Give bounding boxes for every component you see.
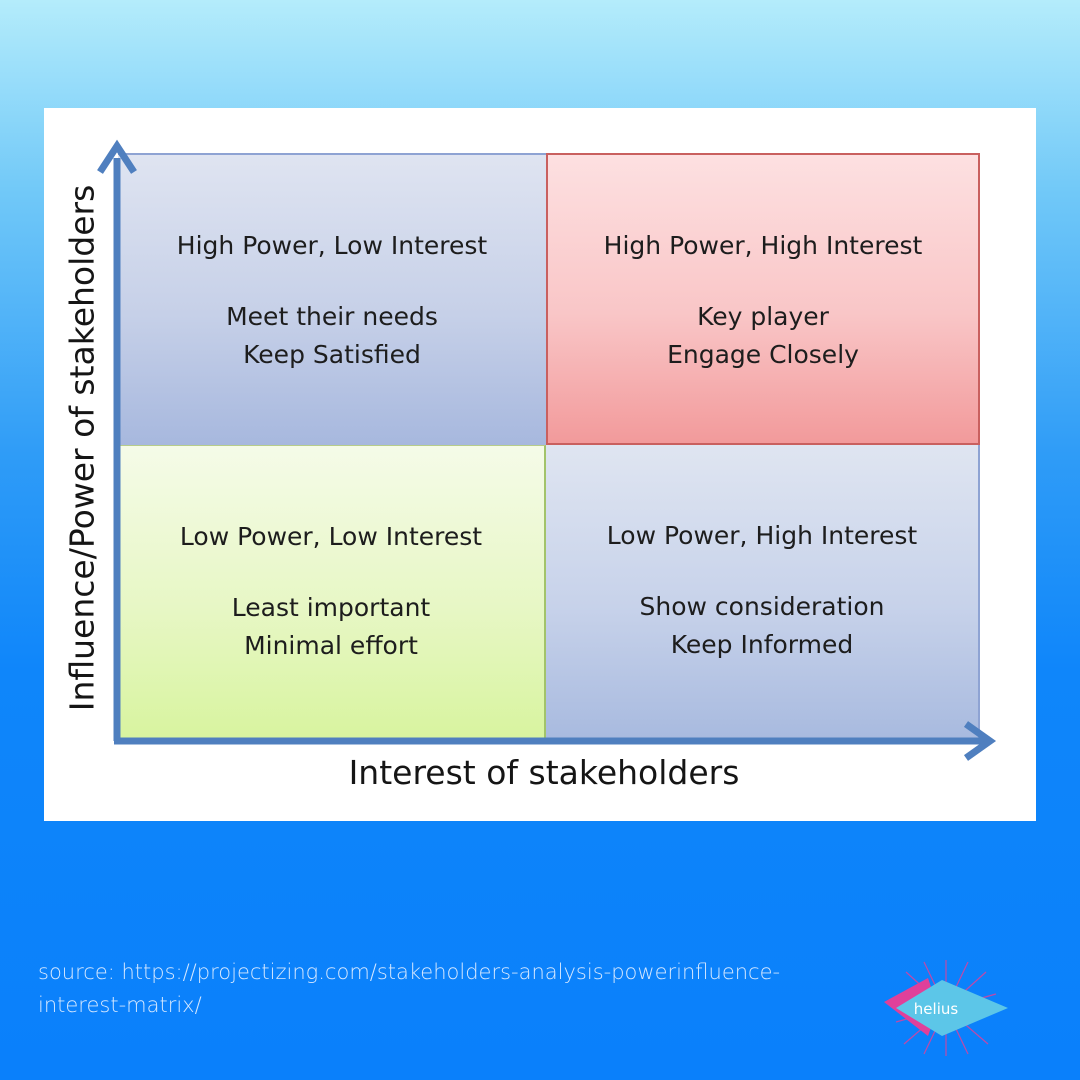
quadrant-title: High Power, High Interest [603, 231, 923, 260]
helius-logo: helius [884, 960, 1008, 1056]
quadrant-line: Keep Informed [670, 630, 854, 659]
quadrant-high-power-low-interest: High Power, Low Interest Meet their need… [118, 153, 546, 445]
quadrant-line: Minimal effort [244, 631, 418, 660]
logo-text: helius [914, 1000, 959, 1018]
quadrant-title: High Power, Low Interest [176, 231, 488, 260]
quadrant-low-power-low-interest: Low Power, Low Interest Least important … [118, 445, 546, 739]
y-axis-arrowhead [97, 139, 137, 174]
quadrant-title: Low Power, Low Interest [179, 522, 483, 551]
quadrant-low-power-high-interest: Low Power, High Interest Show considerat… [546, 445, 980, 739]
quadrant-line: Meet their needs [226, 302, 438, 331]
source-line: source: https://projectizing.com/stakeho… [38, 960, 781, 984]
source-line: interest-matrix/ [38, 993, 202, 1017]
x-axis-arrowhead [963, 721, 997, 761]
quadrant-line: Least important [231, 593, 431, 622]
source-citation: source: https://projectizing.com/stakeho… [38, 956, 858, 1022]
quadrant-line: Engage Closely [667, 340, 859, 369]
axes [97, 139, 997, 761]
quadrant-line: Key player [697, 302, 829, 331]
quadrant-line: Show consideration [639, 592, 885, 621]
stakeholder-matrix-card: High Power, Low Interest Meet their need… [44, 108, 1036, 821]
quadrant-line: Keep Satisfied [243, 340, 421, 369]
quadrant-title: Low Power, High Interest [606, 521, 918, 550]
logo-teal-diamond [896, 980, 1008, 1036]
quadrant-high-power-high-interest: High Power, High Interest Key player Eng… [546, 153, 980, 445]
x-axis-label: Interest of stakeholders [348, 753, 740, 792]
